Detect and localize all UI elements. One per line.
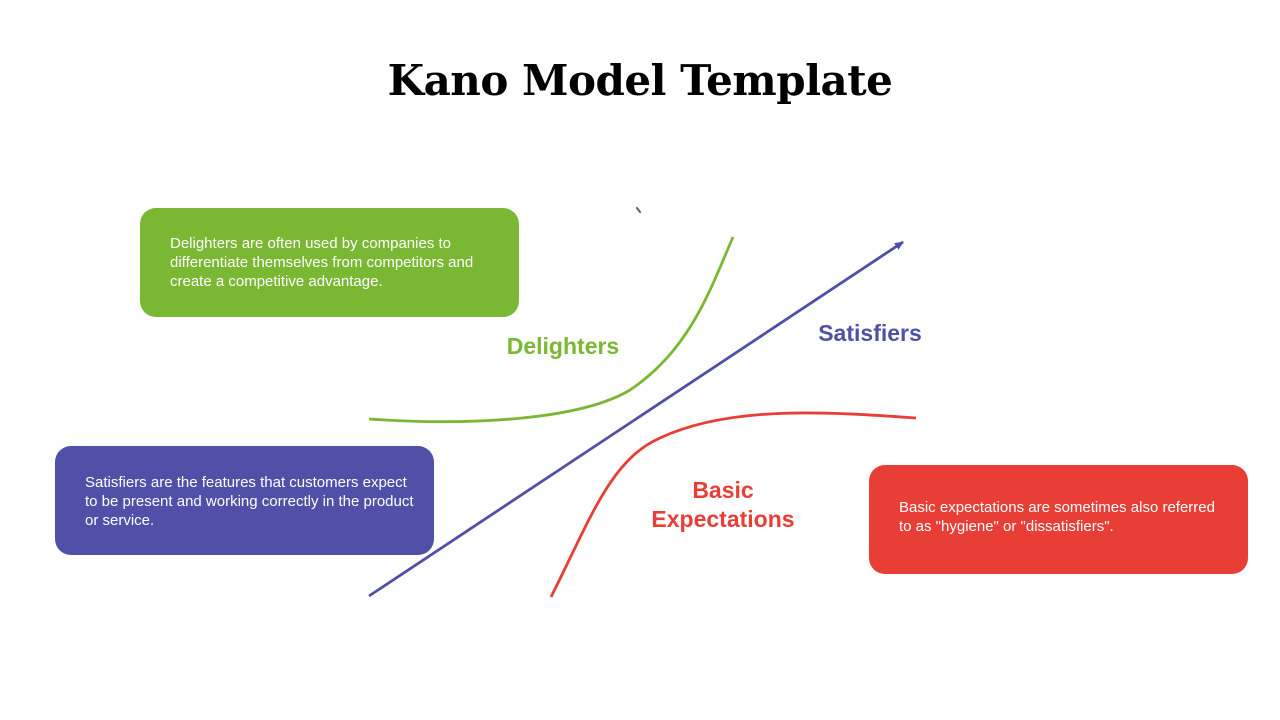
basic-expectations-curve [549,411,917,598]
delighters-label: Delighters [506,333,620,359]
satisfiers-arrow [368,240,904,598]
basic-expectations-label-line2: Expectations [651,506,795,532]
delighters-description-box: Delighters are often used by companies t… [140,208,519,317]
basic-expectations-label-line1: Basic [692,477,754,503]
satisfiers-description: Satisfiers are the features that custome… [85,474,414,529]
basic-expectations-description-box: Basic expectations are sometimes also re… [869,465,1248,574]
satisfiers-label: Satisfiers [818,320,922,346]
basic-expectations-description: Basic expectations are sometimes also re… [899,499,1215,535]
basic-expectations-label: Basic Expectations [633,476,813,534]
page-title: Kano Model Template [387,56,893,105]
delighters-curve [368,236,735,424]
delighters-description: Delighters are often used by companies t… [170,235,474,290]
satisfiers-description-box: Satisfiers are the features that custome… [55,446,434,555]
stray-mark [635,206,642,214]
